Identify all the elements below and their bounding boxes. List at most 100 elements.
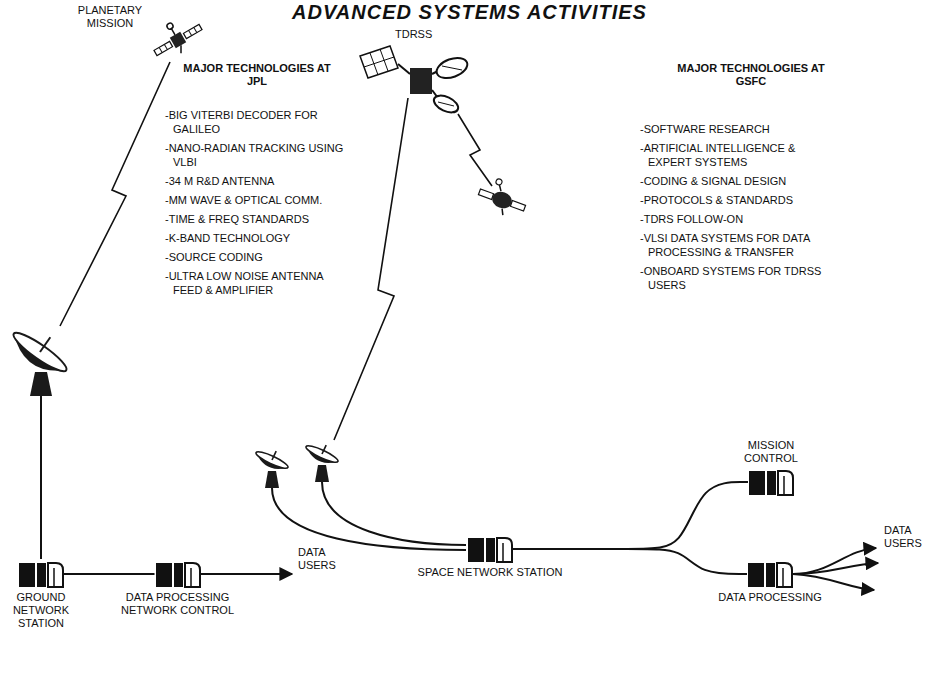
antenna-dish [431, 92, 460, 116]
ground-dish [303, 438, 342, 469]
building-wing [778, 471, 793, 495]
solar-panel [360, 46, 398, 78]
list-item: -ONBOARD SYSTEMS FOR TDRSS USERS [640, 264, 835, 292]
station-label: SPACE NETWORK STATION [405, 566, 575, 579]
output-arrow [793, 563, 878, 574]
building-detail [190, 568, 192, 586]
output-arrow [201, 573, 292, 575]
building-block [156, 563, 172, 587]
building-block [748, 563, 764, 587]
technology-list: -BIG VITERBI DECODER FOR GALILEO-NANO-RA… [165, 108, 355, 302]
dish-hatch [438, 102, 454, 106]
list-item: -ULTRA LOW NOISE ANTENNA FEED & AMPLIFIE… [165, 269, 355, 297]
solar-panel [154, 41, 173, 55]
station-node: MISSION CONTROL [735, 436, 807, 496]
antenna [495, 178, 503, 186]
spacecraft-body [170, 32, 186, 48]
panel-grid [364, 57, 394, 67]
dish-rim [254, 449, 289, 471]
radio-link [458, 114, 492, 186]
building-detail [502, 543, 504, 561]
list-item: -BIG VITERBI DECODER FOR GALILEO [165, 108, 355, 136]
dish-pedestal [30, 372, 52, 396]
ground-dish [253, 444, 292, 475]
list-item: -SOFTWARE RESEARCH [640, 122, 835, 136]
label-box: DATA USERS [884, 524, 934, 550]
building-block [19, 563, 35, 587]
feed-line [40, 396, 42, 559]
building-icon [155, 560, 201, 588]
station-label: DATA PROCESSING NETWORK CONTROL [120, 591, 235, 617]
section-heading: MAJOR TECHNOLOGIES AT GSFC [672, 62, 830, 88]
connector-line [64, 573, 155, 575]
list-item: -TDRS FOLLOW-ON [640, 212, 835, 226]
building-block [37, 563, 46, 587]
tdrss-spacecraft [360, 46, 470, 116]
panel-grid [159, 47, 162, 52]
building-wing [185, 563, 200, 587]
technology-list: -SOFTWARE RESEARCH -ARTIFICIAL INTELLIGEN… [640, 122, 835, 297]
building-icon [18, 560, 64, 588]
building-block [486, 538, 495, 562]
solar-panel [478, 189, 493, 199]
building-detail [53, 568, 55, 586]
station-node: SPACE NETWORK STATION [405, 535, 575, 582]
boom [178, 45, 185, 53]
building-block [766, 563, 775, 587]
building-detail [783, 476, 785, 494]
list-item: -CODING & SIGNAL DESIGN [640, 174, 835, 188]
label-box: DATA USERS [298, 546, 350, 572]
label-box: PLANETARY MISSION [70, 4, 150, 30]
building-block [468, 538, 484, 562]
antenna [166, 22, 174, 30]
list-item: -34 M R&D ANTENNA [165, 174, 355, 188]
list-item: -VLSI DATA SYSTEMS FOR DATA PROCESSING &… [640, 231, 835, 259]
station-label: GROUND NETWORK STATION [5, 591, 77, 630]
dish-pedestal [315, 465, 329, 482]
feed-line [322, 482, 466, 545]
dish-pedestal [265, 471, 279, 488]
panel-grid [194, 27, 197, 32]
label-box: TDRSS [395, 28, 445, 41]
building-block [174, 563, 183, 587]
building-icon [467, 535, 513, 563]
planetary-spacecraft [146, 11, 207, 65]
solar-panel [183, 24, 202, 38]
dish-feed [40, 337, 50, 352]
antenna-dish [434, 54, 470, 82]
list-item: -TIME & FREQ STANDARDS [165, 212, 355, 226]
list-item: -SOURCE CODING [165, 250, 355, 264]
station-node: GROUND NETWORK STATION [5, 560, 77, 633]
user-spacecraft [475, 174, 531, 221]
building-wing [497, 538, 512, 562]
section-heading: MAJOR TECHNOLOGIES AT JPL [178, 62, 336, 88]
dish-rim [304, 443, 339, 465]
station-label: MISSION CONTROL [735, 439, 807, 465]
solar-panel [510, 201, 525, 211]
list-item: -ARTIFICIAL INTELLIGENCE & EXPERT SYSTEM… [640, 141, 835, 169]
list-item: -K-BAND TECHNOLOGY [165, 231, 355, 245]
building-detail [782, 568, 784, 586]
output-label: DATA USERS [298, 546, 350, 572]
station-node: DATA PROCESSING NETWORK CONTROL [120, 560, 235, 620]
label-box: MAJOR TECHNOLOGIES AT GSFC [672, 62, 830, 88]
dish-feed [322, 445, 326, 454]
dish-feed [272, 451, 276, 460]
radio-link [334, 98, 408, 440]
list-item: -MM WAVE & OPTICAL COMM. [165, 193, 355, 207]
feed-line [272, 488, 466, 550]
spacecraft-label: TDRSS [395, 28, 445, 41]
dish-hatch [442, 66, 462, 70]
list-item: -PROTOCOLS & STANDARDS [640, 193, 835, 207]
building-block [749, 471, 765, 495]
radio-link [60, 62, 170, 326]
output-arrow [793, 574, 874, 590]
spacecraft-body [410, 68, 432, 94]
building-block [767, 471, 776, 495]
building-wing [48, 563, 63, 587]
station-label: DATA PROCESSING [705, 591, 835, 604]
dish-rim [10, 328, 70, 376]
building-icon [747, 560, 793, 588]
panel-grid [164, 44, 167, 49]
